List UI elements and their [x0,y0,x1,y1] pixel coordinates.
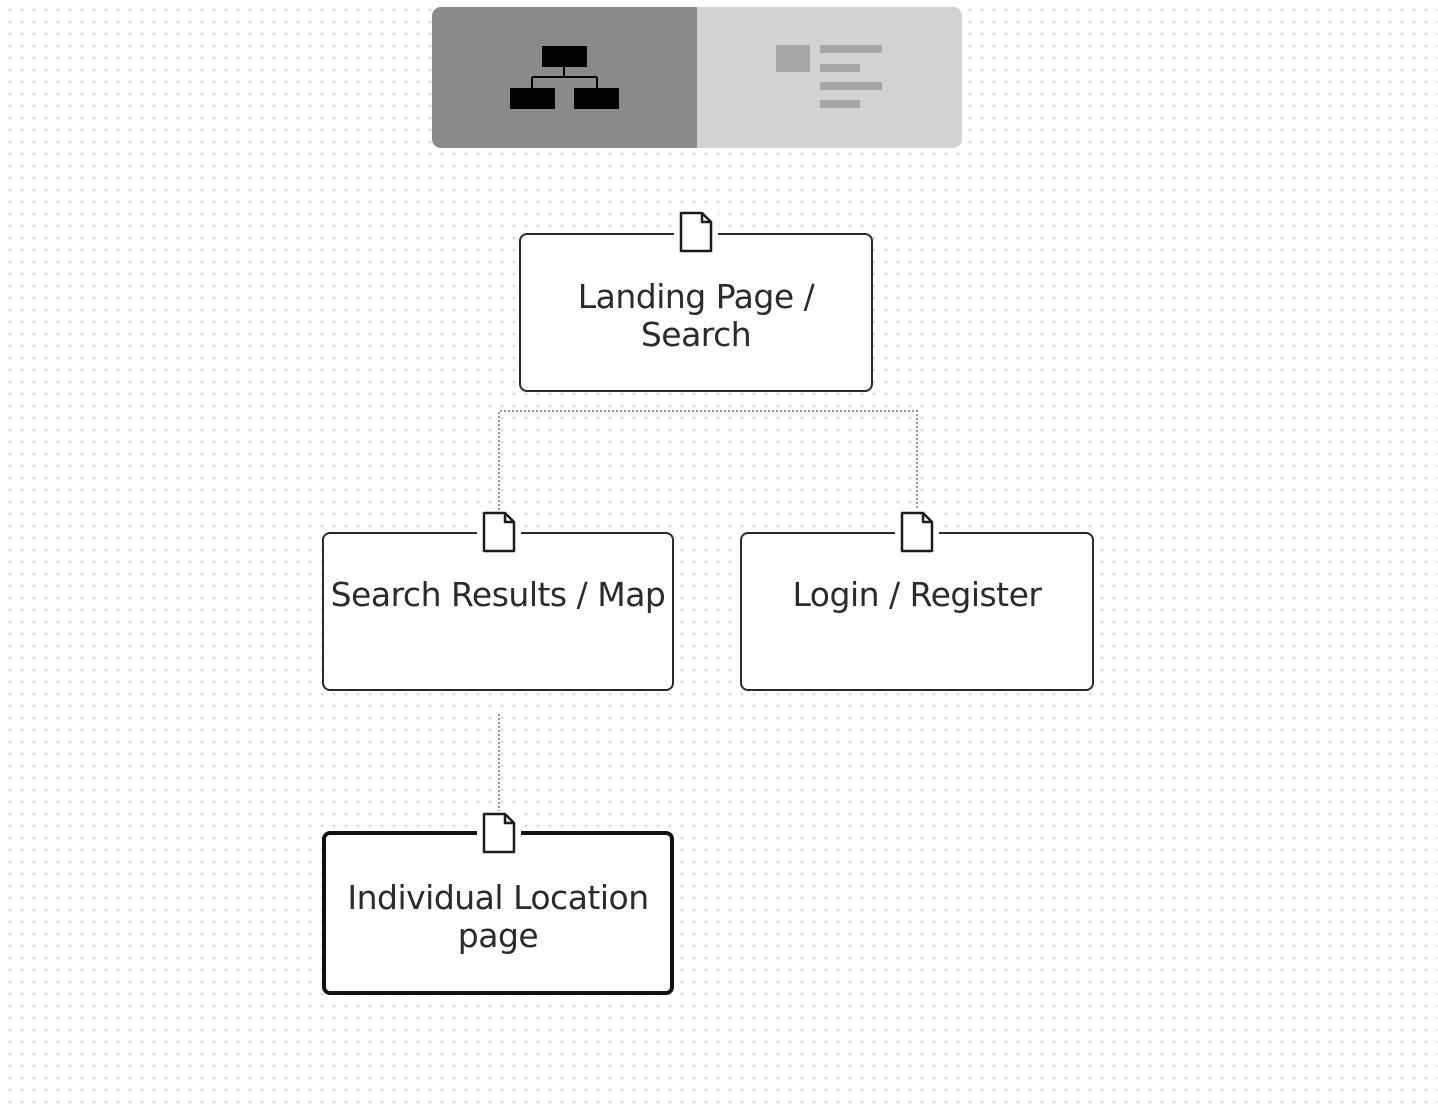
page-icon [674,210,718,254]
page-node-label: Landing Page / Search [577,277,815,354]
list-icon [776,45,882,108]
sitemap-view-button[interactable] [432,7,697,148]
page-node-label: Search Results / Map [330,575,666,614]
page-icon [477,510,521,554]
page-node-search-results[interactable]: Search Results / Map [322,532,674,691]
page-node-landing[interactable]: Landing Page / Search [519,233,873,392]
page-icon [895,510,939,554]
view-toggle [432,7,962,148]
page-node-label: Login / Register [792,575,1043,614]
sitemap-icon [510,46,619,109]
page-node-individual-location[interactable]: Individual Location page [322,831,674,995]
page-icon [477,811,521,855]
connector-landing-children [498,410,918,514]
page-node-label: Individual Location page [347,878,649,955]
list-view-button[interactable] [697,7,962,148]
page-node-login[interactable]: Login / Register [740,532,1094,691]
